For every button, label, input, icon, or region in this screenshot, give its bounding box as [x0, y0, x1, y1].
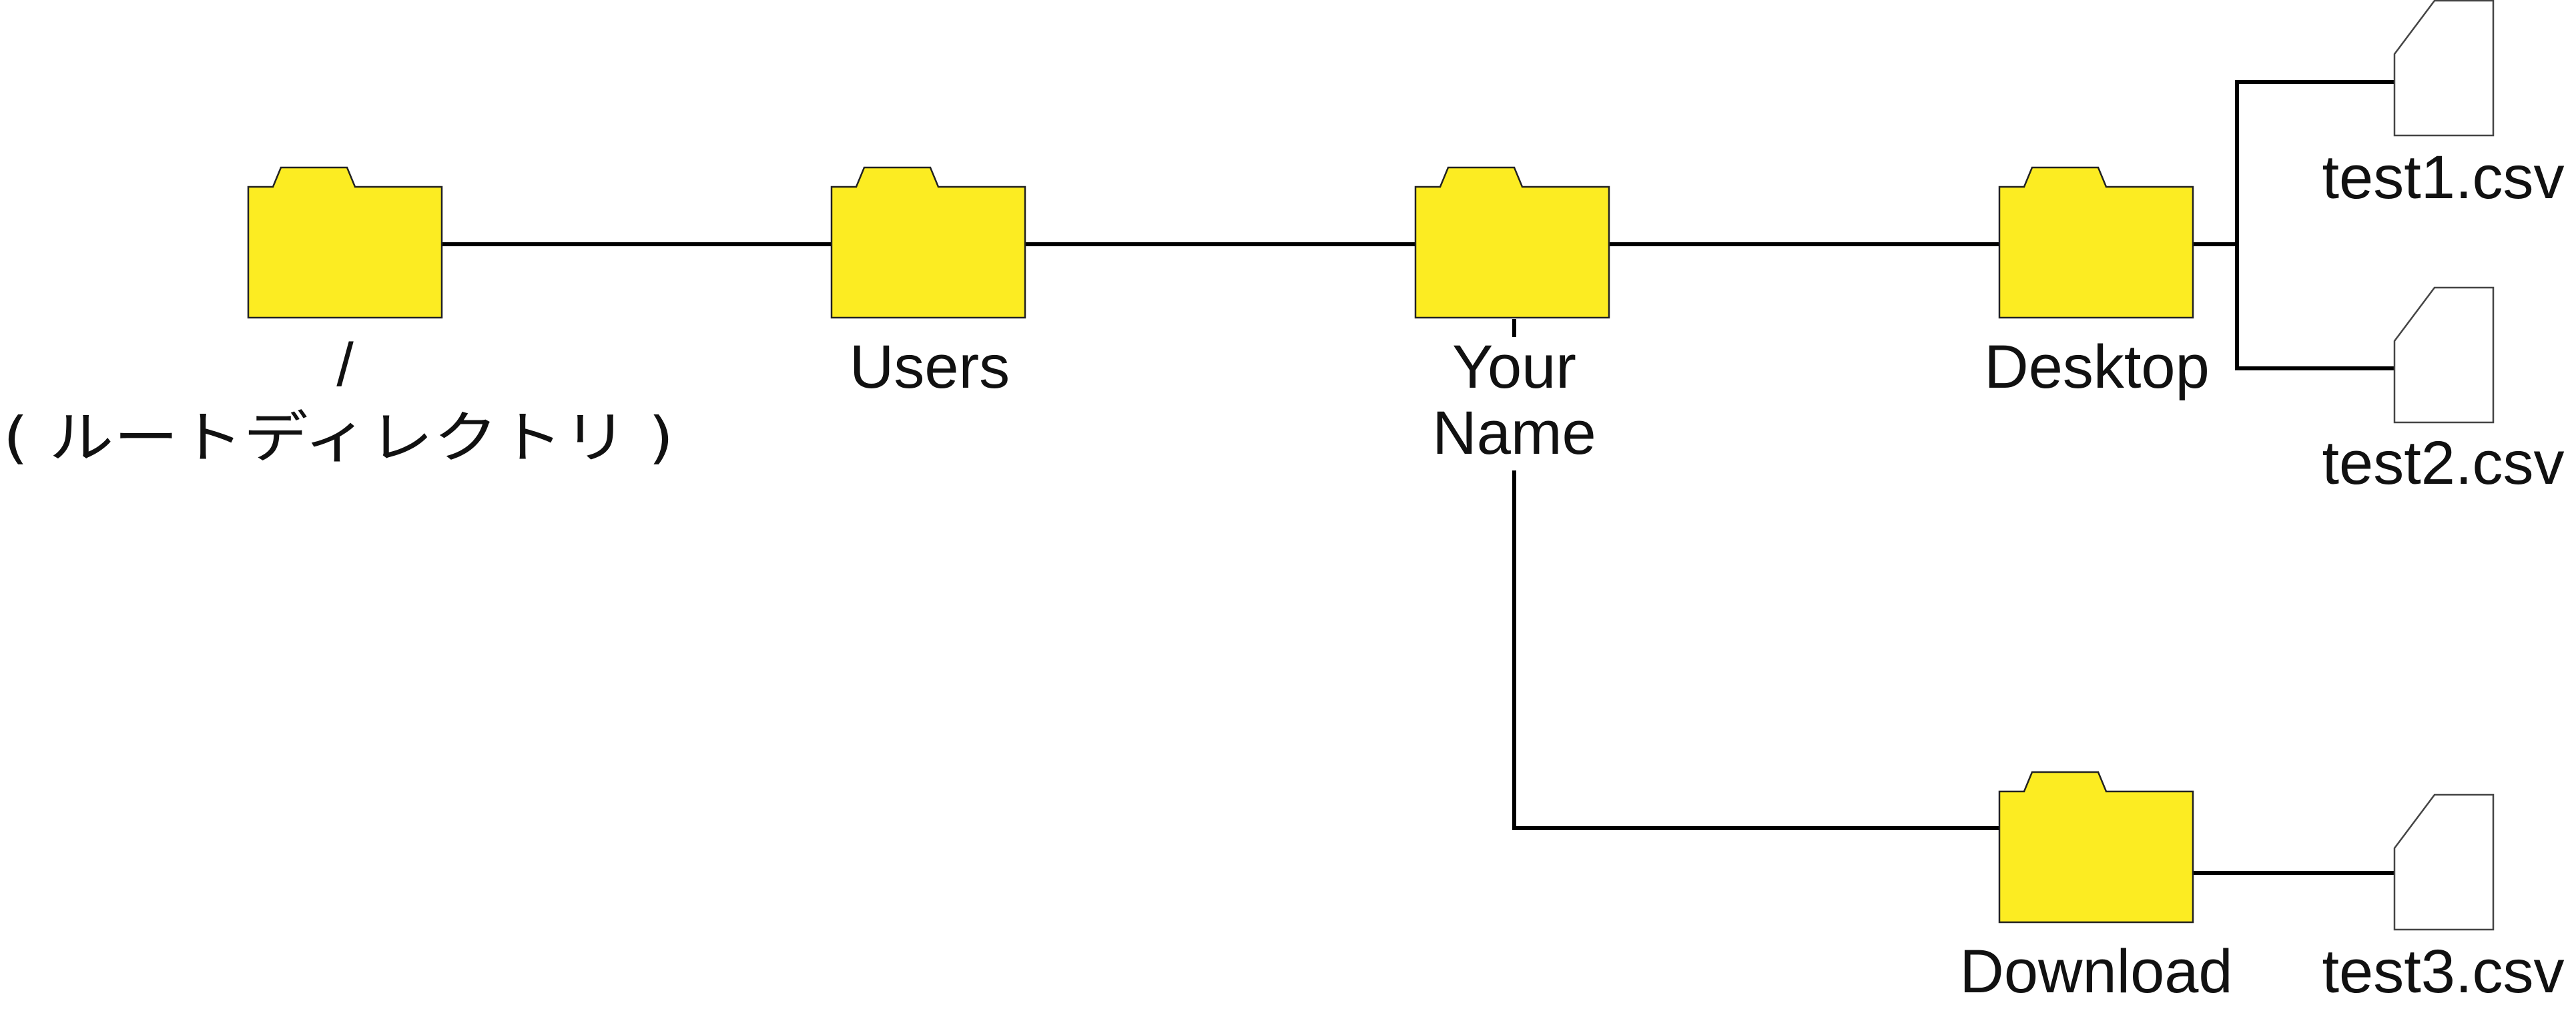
file-icon: [2393, 0, 2495, 137]
folder-node-users: [830, 166, 1026, 319]
file-node-test2: [2393, 286, 2495, 424]
file-node-test3: [2393, 793, 2495, 931]
test3-label: test3.csv: [2322, 938, 2564, 1006]
folder-icon: [247, 166, 443, 319]
yourname-label-line1: Your: [1452, 333, 1576, 401]
test2-label: test2.csv: [2322, 429, 2564, 497]
file-icon: [2393, 286, 2495, 424]
connectors: [442, 80, 2396, 875]
root-sub-label: ( ルートディレクトリ ): [3, 405, 674, 470]
yourname-label-line2: Name: [1432, 399, 1596, 467]
desktop-label: Desktop: [1984, 333, 2210, 401]
folder-icon: [1414, 166, 1610, 319]
folder-node-yourname: [1414, 166, 1610, 319]
test1-label: test1.csv: [2322, 143, 2564, 212]
file-node-test1: [2393, 0, 2495, 137]
folder-icon: [1998, 771, 2194, 924]
folder-node-root: [247, 166, 443, 319]
folder-icon: [830, 166, 1026, 319]
download-label: Download: [1959, 938, 2232, 1006]
folder-node-download: [1998, 771, 2194, 924]
users-label: Users: [850, 333, 1010, 401]
folder-node-desktop: [1998, 166, 2194, 319]
file-icon: [2393, 793, 2495, 931]
root-label: /: [336, 331, 354, 399]
folder-icon: [1998, 166, 2194, 319]
